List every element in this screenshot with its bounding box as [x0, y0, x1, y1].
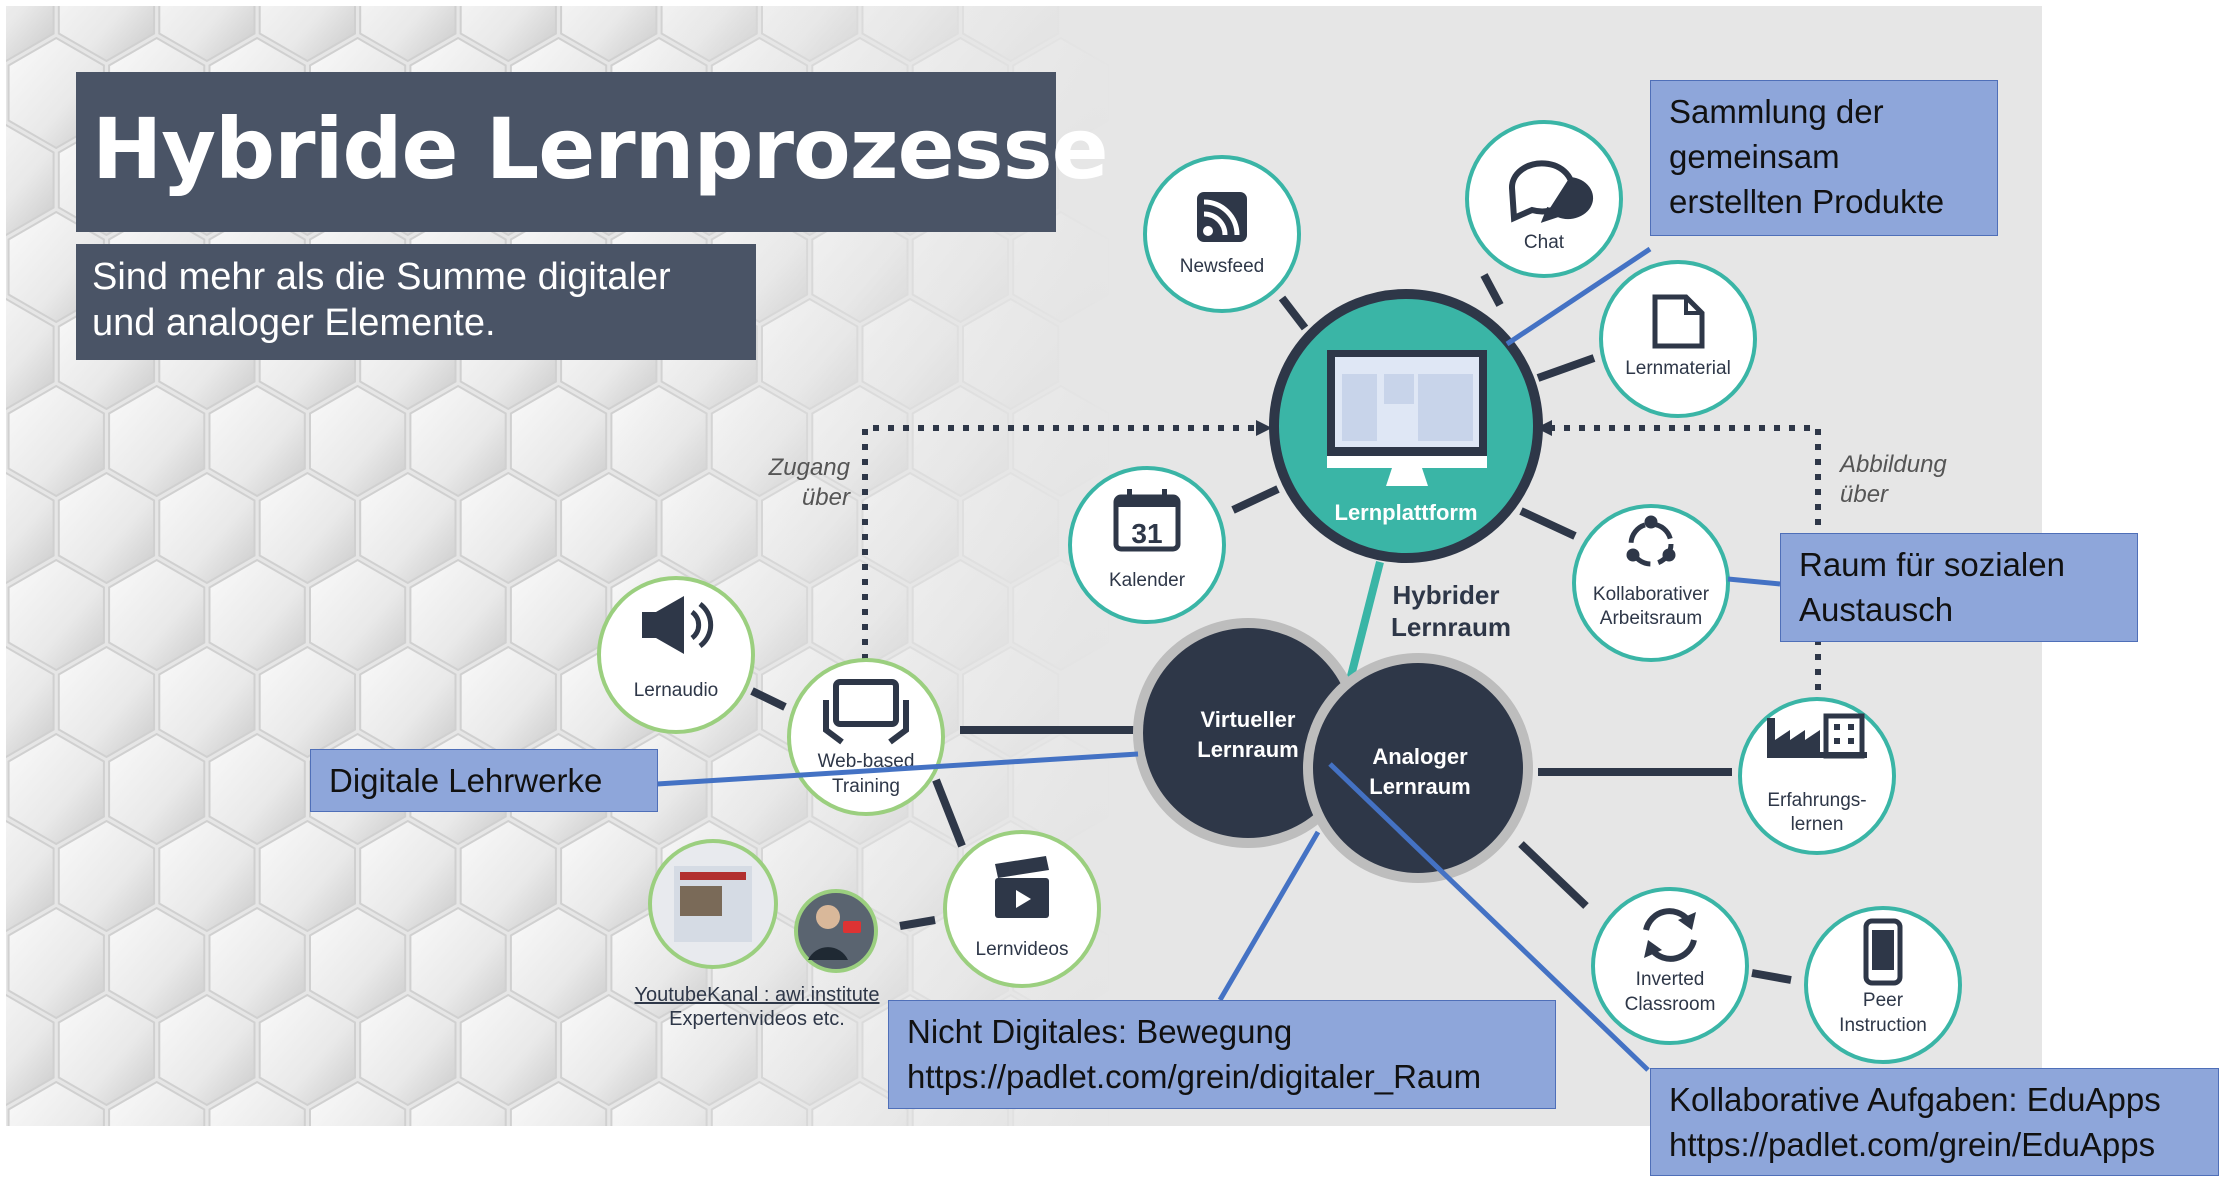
- expert-face: [816, 905, 840, 929]
- circle-arrows-icon: [1626, 515, 1676, 567]
- zugang-label-1: Zugang: [768, 454, 851, 481]
- peer-instruction-label-1: Peer: [1863, 990, 1904, 1011]
- lernplattform-label: Lernplattform: [1335, 500, 1478, 525]
- erfahrungslernen-label-2: lernen: [1791, 814, 1844, 835]
- virtueller-label-1: Virtueller: [1201, 707, 1296, 732]
- lernaudio-label: Lernaudio: [634, 680, 719, 701]
- subtitle-banner: [76, 244, 756, 360]
- chat-circle: [1465, 120, 1623, 278]
- youtube-video-still: [680, 886, 722, 916]
- analoger-label-1: Analoger: [1372, 744, 1468, 769]
- inverted-classroom-circle: [1591, 887, 1749, 1045]
- erfahrungslernen-circle: [1738, 697, 1896, 855]
- kollaborativer-label-2: Arbeitsraum: [1600, 608, 1702, 629]
- lernvideos-label: Lernvideos: [976, 939, 1069, 960]
- analoger-label-2: Lernraum: [1369, 774, 1470, 799]
- document-icon: [1652, 294, 1705, 349]
- note-sammlung-line-2: gemeinsam: [1669, 138, 1840, 175]
- lernmaterial-label: Lernmaterial: [1625, 358, 1731, 379]
- calendar-icon: 31: [1113, 489, 1181, 552]
- monitor-icon: [1327, 350, 1487, 486]
- refresh-icon: [1643, 908, 1697, 962]
- note-raum-line-1: Raum für sozialen: [1799, 546, 2065, 583]
- web-based-training-label-1: Web-based: [818, 751, 915, 772]
- note-sammlung: Sammlung der gemeinsam erstellten Produk…: [1650, 80, 1998, 236]
- note-raum-line-2: Austausch: [1799, 591, 1954, 628]
- tablet-hands-icon: [823, 679, 909, 745]
- note-kollab-line-2: https://padlet.com/grein/EduApps: [1669, 1126, 2156, 1163]
- analoger-lernraum-circle: [1303, 653, 1533, 883]
- note-digitale-lehrwerke: Digitale Lehrwerke: [310, 749, 658, 812]
- annotation-connectors: [656, 246, 1781, 1072]
- arrow-head-right: [1536, 420, 1552, 436]
- spoke-lines: [750, 273, 1792, 984]
- inverted-classroom-label-2: Classroom: [1625, 994, 1716, 1015]
- note-kollab-line-1: Kollaborative Aufgaben: EduApps: [1669, 1081, 2161, 1118]
- speaker-icon: [642, 596, 714, 654]
- slide-title: Hybride Lernprozesse: [92, 100, 1109, 198]
- subtitle-line-2: und analoger Elemente.: [92, 302, 496, 344]
- note-nicht-line-2: https://padlet.com/grein/digitaler_Raum: [907, 1058, 1482, 1095]
- note-nicht-digitales: Nicht Digitales: Bewegung https://padlet…: [888, 1000, 1556, 1109]
- inverted-classroom-label-1: Inverted: [1636, 969, 1705, 990]
- factory-icon: [1767, 713, 1867, 759]
- kalender-label: Kalender: [1109, 570, 1186, 591]
- peer-instruction-label-2: Instruction: [1839, 1015, 1927, 1036]
- hybrid-label-1: Hybrider: [1393, 580, 1500, 610]
- note-sammlung-line-3: erstellten Produkte: [1669, 183, 1945, 220]
- hybrid-label-2: Lernraum: [1391, 612, 1511, 642]
- chat-label: Chat: [1524, 232, 1565, 253]
- youtube-channel-label: YoutubeKanal : awi.institute: [635, 984, 880, 1006]
- subtitle-line-1: Sind mehr als die Summe digitaler: [92, 256, 671, 298]
- smartphone-icon: [1863, 918, 1903, 986]
- note-sammlung-line-1: Sammlung der: [1669, 93, 1884, 130]
- virtueller-label-2: Lernraum: [1197, 737, 1298, 762]
- kollaborativer-arbeitsraum-circle: [1572, 504, 1730, 662]
- chat-bubbles-icon: [1508, 160, 1594, 223]
- youtube-header: [680, 872, 746, 880]
- erfahrungslernen-label-1: Erfahrungs-: [1767, 790, 1866, 811]
- kollaborativer-label-1: Kollaborativer: [1593, 584, 1710, 605]
- play-badge-icon: [843, 921, 861, 933]
- note-nicht-line-1: Nicht Digitales: Bewegung: [907, 1013, 1293, 1050]
- title-banner: [76, 72, 1056, 232]
- clapperboard-icon: [995, 856, 1049, 918]
- lernaudio-circle: [597, 576, 755, 734]
- rss-icon: [1197, 192, 1247, 242]
- note-digitale-line: Digitale Lehrwerke: [329, 762, 603, 799]
- expert-suit: [808, 947, 848, 960]
- web-based-training-label-2: Training: [832, 776, 900, 797]
- calendar-day: 31: [1131, 518, 1162, 549]
- note-raum-sozialer-austausch: Raum für sozialen Austausch: [1780, 533, 2138, 642]
- abbildung-label-2: über: [1840, 481, 1889, 508]
- dotted-arrows: [862, 425, 1821, 690]
- arrow-head-left: [1256, 420, 1272, 436]
- note-kollaborative-aufgaben: Kollaborative Aufgaben: EduApps https://…: [1650, 1068, 2219, 1176]
- newsfeed-label: Newsfeed: [1180, 256, 1265, 277]
- expertenvideos-label: Expertenvideos etc.: [669, 1008, 845, 1030]
- abbildung-label-1: Abbildung: [1838, 451, 1947, 478]
- zugang-label-2: über: [802, 484, 851, 511]
